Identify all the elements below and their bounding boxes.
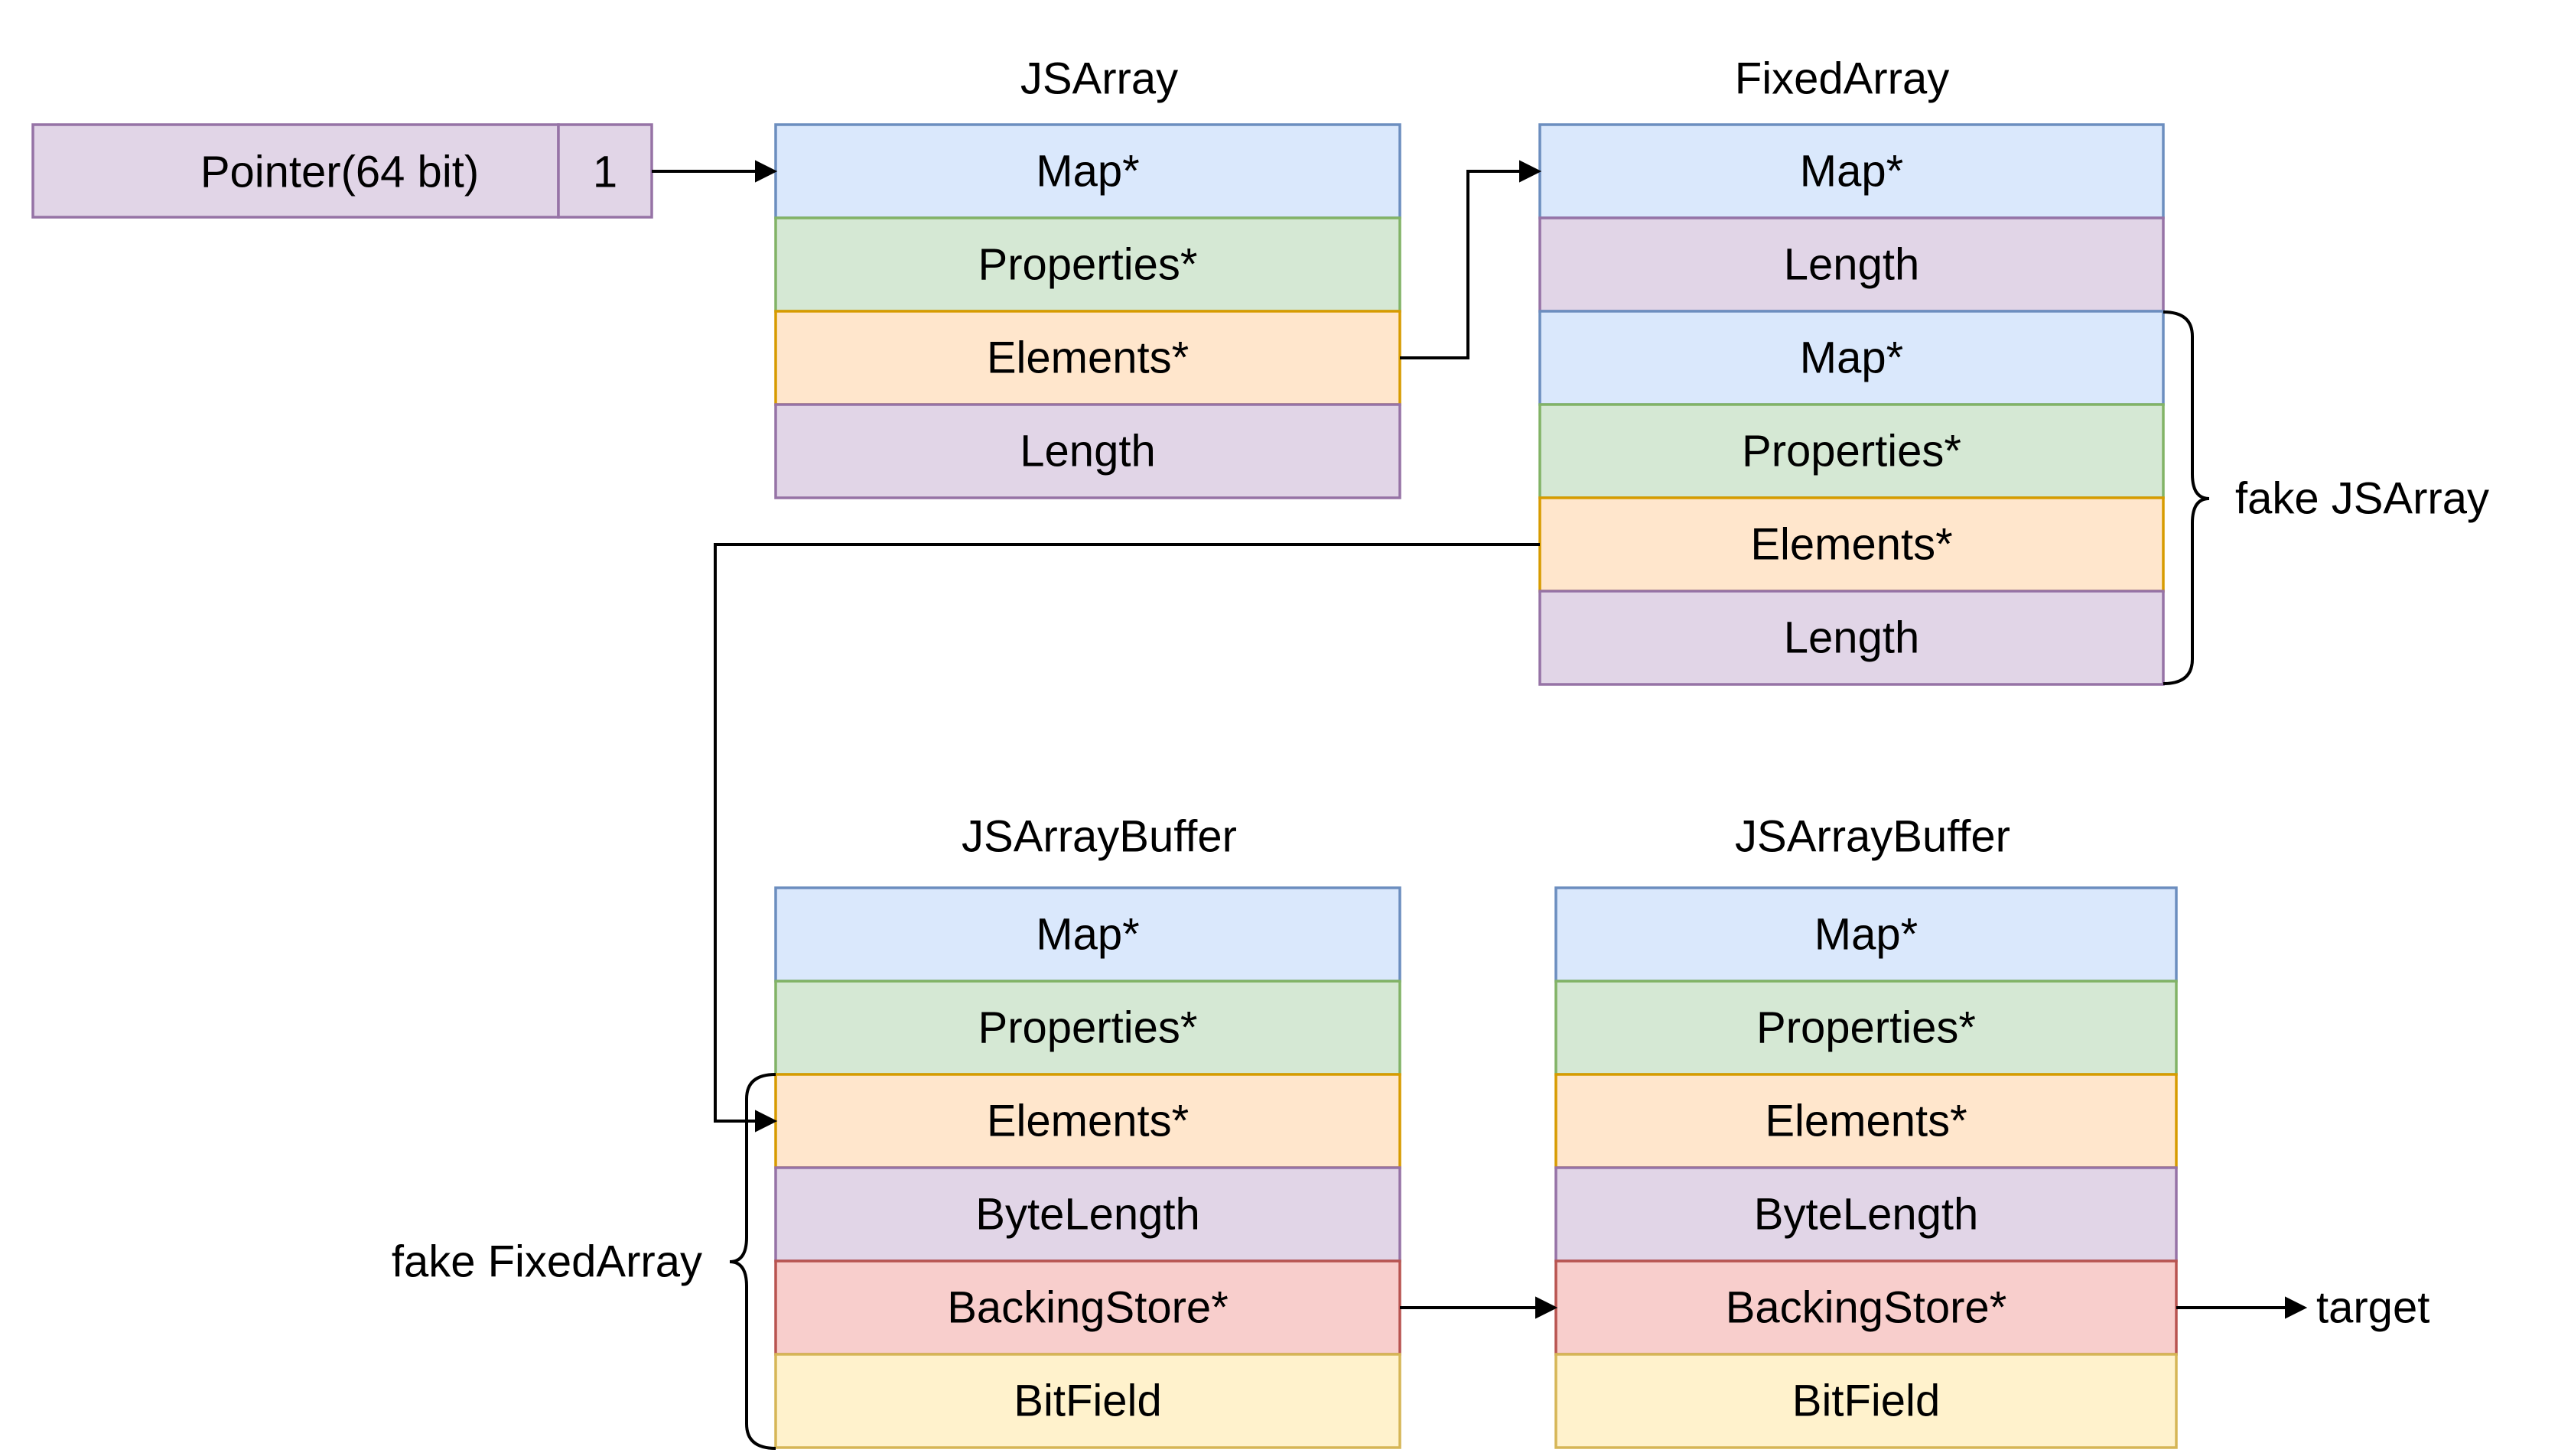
buffer-right-backingstore-label-4: BackingStore* [1726,1283,2007,1333]
fake-jsarray-brace-shape [2163,310,2210,685]
buffer-right-elements-label-2: Elements* [1765,1097,1967,1146]
fake-fixedarray-brace: fake FixedArray [392,1073,776,1450]
jsarraybuffer-right-object: JSArrayBuffer Map* Properties* Elements* By… [1554,812,2178,1449]
jsarraybuffer-right-fields: Map* Properties* Elements* ByteLengthBackin… [1554,886,2178,1449]
jsarray-object: JSArray Map* Properties* Elements* Length [774,54,1401,499]
elements-to-fixedarray-arrowhead [1519,160,1542,183]
buffer-right-bytelength-label-3: ByteLength [1754,1190,1978,1240]
fixedarray-elements-label-4: Elements* [1750,520,1952,570]
fake-jsarray-label: fake JSArray [2235,474,2489,524]
fixedarray-properties-cell-3 [1538,403,2165,499]
fixedarray-map-label-0: Map* [1800,147,1903,197]
jsarraybuffer-left-title: JSArrayBuffer [962,812,1237,862]
pointer-to-jsarray-arrowhead [755,160,778,183]
jsarray-properties-cell-1 [774,216,1401,313]
buffer-right-backingstore-cell-4 [1554,1259,2178,1356]
buffer-left-bytelength-cell-3 [774,1166,1401,1263]
jsarray-map-cell-0 [774,123,1401,219]
fake-fixedarray-label: fake FixedArray [392,1237,702,1287]
buffer-right-bytelength-cell-3 [1554,1166,2178,1263]
fixedarray-properties-label-3: Properties* [1742,427,1961,476]
buffer-right-elements-cell-2 [1554,1073,2178,1169]
jsarraybuffer-right-title: JSArrayBuffer [1735,812,2010,862]
buffer-right-properties-cell-1 [1554,980,2178,1076]
jsarraybuffer-left-object: JSArrayBuffer Map* Properties* Elements* By… [774,812,1401,1449]
connectors [652,160,2308,1319]
fake-elements-to-buffer-arrow [714,543,1540,1123]
jsarray-title: JSArray [1020,54,1178,104]
pointer-label: Pointer(64 bit) [200,148,479,197]
buffer-left-backingstore-label-4: BackingStore* [947,1283,1229,1333]
buffer-right-bitfield-cell-5 [1554,1353,2178,1449]
pointer-tag-label: 1 [593,148,617,197]
buffer-left-map-label-0: Map* [1036,910,1139,960]
fixedarray-length-cell-5 [1538,590,2165,686]
jsarray-length-cell-3 [774,403,1401,499]
jsarray-fields: Map* Properties* Elements* Length [774,123,1401,499]
buffer-right-bitfield-label-5: BitField [1792,1376,1940,1426]
buffer-right-map-label-0: Map* [1814,910,1918,960]
fixedarray-length-label-5: Length [1784,613,1919,663]
fixedarray-object: FixedArray Map*LengthMap*Properties*Elem… [1538,54,2165,686]
fake-jsarray-brace: fake JSArray [2163,310,2489,685]
fixedarray-length-label-1: Length [1784,240,1919,290]
fixedarray-length-cell-1 [1538,216,2165,313]
jsarray-properties-label-1: Properties* [978,240,1198,290]
jsarraybuffer-left-fields: Map* Properties* Elements* ByteLengthBackin… [774,886,1401,1449]
fixedarray-title: FixedArray [1735,54,1949,104]
pointer-tag-cell [557,123,653,219]
backingstore-to-buffer-arrowhead [1535,1296,1558,1319]
buffer-left-bytelength-label-3: ByteLength [975,1190,1199,1240]
buffer-left-backingstore-cell-4 [774,1259,1401,1356]
buffer-left-bitfield-label-5: BitField [1014,1376,1161,1426]
jsarray-map-label-0: Map* [1036,147,1139,197]
fixedarray-elements-cell-4 [1538,496,2165,593]
buffer-left-elements-label-2: Elements* [987,1097,1189,1146]
fake-fixedarray-brace-shape [729,1073,776,1450]
buffer-right-properties-label-1: Properties* [1756,1003,1976,1053]
target-label: target [2316,1283,2429,1333]
buffer-right-map-cell-0 [1554,886,2178,983]
jsarray-elements-label-2: Elements* [987,333,1189,383]
buffer-left-properties-cell-1 [774,980,1401,1076]
buffer-left-properties-label-1: Properties* [978,1003,1198,1053]
fake-elements-to-buffer-arrowhead [755,1110,778,1133]
pointer-box: Pointer(64 bit) 1 [31,123,653,219]
fixedarray-map-label-2: Map* [1800,333,1903,383]
jsarray-length-label-3: Length [1020,427,1155,476]
elements-to-fixedarray-arrow [1400,170,1522,359]
pointer-main-cell [31,123,560,219]
buffer-left-bitfield-cell-5 [774,1353,1401,1449]
backingstore-to-target-arrowhead [2285,1296,2308,1319]
